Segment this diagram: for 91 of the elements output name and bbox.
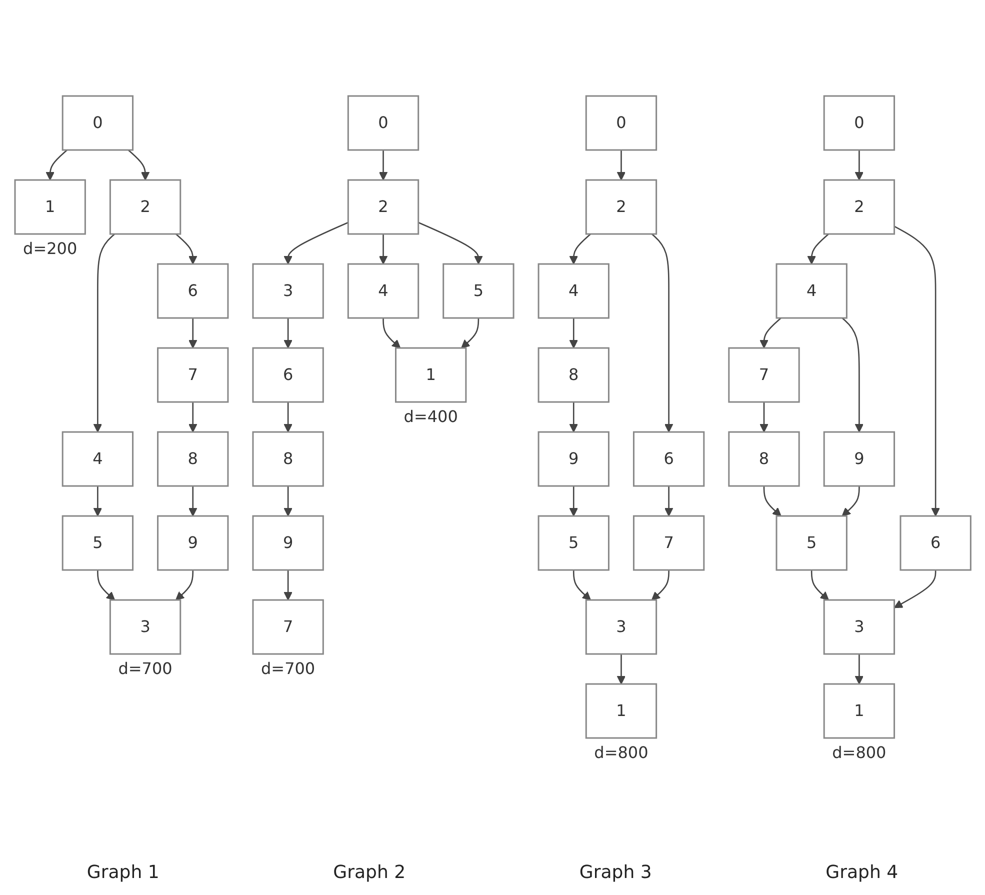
arrow (664, 486, 673, 516)
node-box: 4 (537, 263, 610, 319)
arrow (854, 654, 864, 684)
node-box: 0 (823, 95, 895, 151)
node-box: 0 (585, 95, 657, 151)
distance-label: d=800 (594, 743, 648, 762)
arrow (283, 318, 292, 348)
arrow (568, 234, 591, 264)
graph-caption: Graph 4 (826, 862, 898, 883)
node-box: 5 (775, 515, 848, 571)
node-box: 3 (252, 263, 324, 319)
node-box: 0 (62, 95, 134, 151)
arrow (841, 318, 864, 432)
node-box: 4 (62, 431, 134, 487)
arrow (382, 318, 400, 348)
node-box: 1 (394, 347, 466, 403)
arrow (841, 486, 860, 516)
arrow (45, 150, 68, 180)
node-box: 0 (347, 95, 419, 151)
arrow (651, 234, 673, 432)
arrow (378, 234, 388, 264)
arrow (572, 570, 591, 600)
node-box: 8 (252, 431, 324, 487)
node-box: 5 (537, 515, 610, 571)
arrow (806, 234, 829, 264)
arrow (188, 402, 197, 432)
arrow (96, 570, 115, 600)
node-box: 1 (823, 683, 895, 739)
distance-label: d=800 (832, 743, 886, 762)
arrow (283, 402, 292, 432)
node-box: 4 (347, 263, 419, 319)
arrow (92, 486, 102, 516)
arrow (759, 318, 782, 348)
node-box: 6 (899, 515, 972, 571)
arrow (763, 486, 782, 516)
node-box: 5 (442, 263, 514, 319)
node-box: 3 (823, 599, 895, 655)
arrow (568, 318, 578, 348)
arrow (616, 654, 626, 684)
arrow (92, 234, 115, 432)
arrow (810, 570, 829, 600)
node-box: 4 (775, 263, 848, 319)
node-box: 2 (109, 179, 181, 235)
arrow (175, 570, 194, 600)
node-box: 7 (156, 347, 228, 403)
arrow (759, 402, 768, 432)
node-box: 8 (156, 431, 228, 487)
arrow (568, 402, 578, 432)
node-box: 8 (728, 431, 800, 487)
arrow (616, 150, 626, 180)
arrow (378, 150, 388, 180)
node-box: 2 (347, 179, 419, 235)
arrow (894, 226, 940, 516)
arrow (651, 570, 670, 600)
arrow (283, 570, 292, 600)
node-box: 7 (632, 515, 704, 571)
arrow (854, 150, 864, 180)
node-box: 5 (62, 515, 134, 571)
node-box: 1 (14, 179, 86, 235)
arrow (568, 486, 578, 516)
node-box: 2 (823, 179, 895, 235)
node-box: 7 (728, 347, 800, 403)
graph-caption: Graph 2 (333, 862, 406, 883)
distance-label: d=400 (403, 407, 458, 426)
arrow (188, 486, 197, 516)
node-box: 6 (632, 431, 704, 487)
node-box: 2 (585, 179, 657, 235)
arrow (460, 318, 479, 348)
node-box: 3 (585, 599, 657, 655)
distance-label: d=700 (260, 659, 315, 678)
node-box: 3 (109, 599, 181, 655)
node-box: 6 (156, 263, 228, 319)
graph-caption: Graph 3 (579, 862, 652, 883)
node-box: 8 (537, 347, 610, 403)
distance-label: d=700 (118, 659, 172, 678)
arrow (188, 318, 197, 348)
node-box: 7 (252, 599, 324, 655)
arrow (418, 222, 482, 264)
arrow (894, 570, 936, 608)
distance-label: d=200 (22, 239, 77, 258)
node-box: 9 (252, 515, 324, 571)
node-box: 6 (252, 347, 324, 403)
arrow (283, 486, 292, 516)
arrow (128, 150, 150, 180)
node-box: 9 (156, 515, 228, 571)
node-box: 1 (585, 683, 657, 739)
node-box: 9 (823, 431, 895, 487)
graph-caption: Graph 1 (86, 862, 160, 883)
arrow (283, 222, 348, 264)
node-box: 9 (537, 431, 610, 487)
arrow (175, 234, 197, 264)
